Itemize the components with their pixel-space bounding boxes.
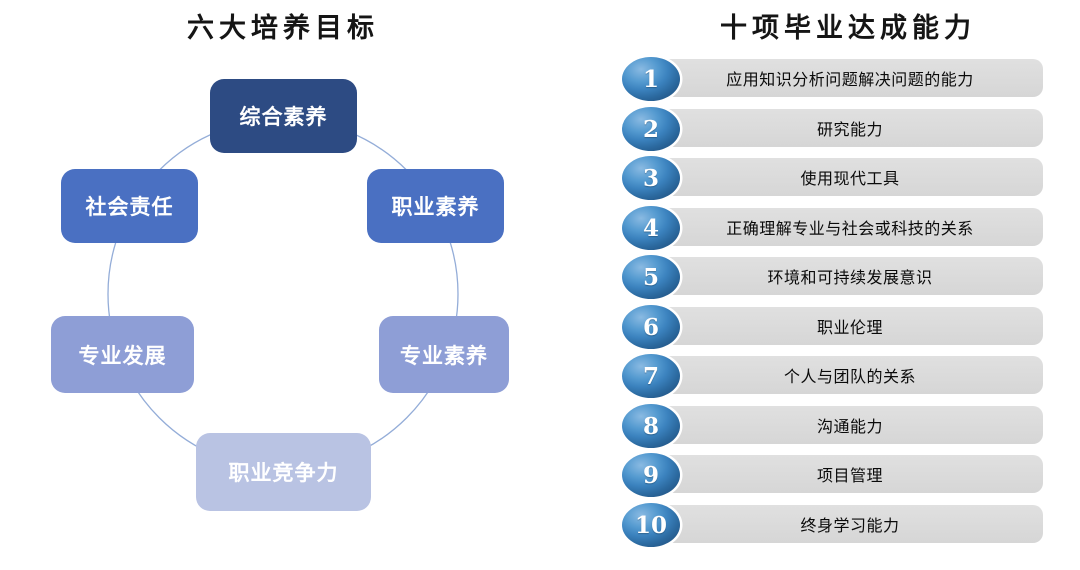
ability-number-badge: 3 (622, 156, 680, 200)
ability-number: 9 (642, 461, 659, 489)
ability-number-badge: 6 (622, 305, 680, 349)
ability-number: 7 (642, 362, 659, 390)
ability-label: 职业伦理 (816, 318, 883, 337)
ability-number-badge: 8 (622, 404, 680, 448)
goal-node-specialty-quality: 专业素养 (379, 316, 509, 393)
ability-bar: 使用现代工具 (657, 158, 1043, 196)
ability-row: 使用现代工具 3 (622, 156, 1043, 200)
ten-abilities-title: 十项毕业达成能力 (720, 13, 976, 44)
ability-number-badge: 10 (622, 503, 680, 547)
ability-number-badge: 5 (622, 255, 680, 299)
goal-node-label: 社会责任 (85, 195, 174, 219)
six-goals-title: 六大培养目标 (187, 13, 379, 44)
goal-node-professional-quality: 职业素养 (367, 169, 504, 243)
ability-label: 终身学习能力 (800, 516, 900, 535)
ability-number: 6 (642, 313, 659, 341)
ability-label: 应用知识分析问题解决问题的能力 (726, 70, 974, 89)
goal-node-comprehensive-quality: 综合素养 (210, 79, 357, 153)
ability-number: 8 (642, 412, 659, 440)
goal-node-social-responsibility: 社会责任 (61, 169, 198, 243)
goal-node-label: 职业竞争力 (228, 461, 339, 485)
ability-row: 环境和可持续发展意识 5 (622, 255, 1043, 299)
ability-number-badge: 2 (622, 107, 680, 151)
ability-number: 2 (642, 115, 659, 143)
goal-node-label: 专业素养 (400, 343, 488, 368)
goal-node-label: 专业发展 (78, 343, 167, 368)
ability-bar: 个人与团队的关系 (657, 356, 1043, 394)
ability-number: 3 (642, 164, 659, 192)
goal-node-professional-development: 专业发展 (51, 316, 194, 393)
ability-bar: 环境和可持续发展意识 (657, 257, 1043, 295)
ability-bar: 职业伦理 (657, 307, 1043, 345)
ability-bar: 应用知识分析问题解决问题的能力 (657, 59, 1043, 97)
ability-number-badge: 7 (622, 354, 680, 398)
ability-bar: 项目管理 (657, 455, 1043, 493)
ability-label: 研究能力 (816, 120, 883, 139)
ability-number: 5 (642, 263, 659, 291)
ability-label: 项目管理 (816, 466, 883, 485)
ability-row: 沟通能力 8 (622, 404, 1043, 448)
goal-node-career-competitiveness: 职业竞争力 (196, 433, 371, 511)
six-goals-cycle-diagram: 综合素养 社会责任 职业素养 专业发展 专业素养 职业竞争力 (51, 79, 509, 511)
ability-row: 终身学习能力 10 (622, 503, 1043, 547)
ability-number-badge: 9 (622, 453, 680, 497)
ability-label: 正确理解专业与社会或科技的关系 (726, 219, 974, 238)
ability-row: 项目管理 9 (622, 453, 1043, 497)
ability-number-badge: 4 (622, 206, 680, 250)
ability-bar: 正确理解专业与社会或科技的关系 (657, 208, 1043, 246)
ability-number: 10 (634, 511, 667, 539)
goal-node-label: 综合素养 (239, 105, 328, 129)
ability-row: 个人与团队的关系 7 (622, 354, 1043, 398)
ability-bar: 沟通能力 (657, 406, 1043, 444)
ability-number-badge: 1 (622, 57, 680, 101)
ability-row: 研究能力 2 (622, 107, 1043, 151)
ability-row: 应用知识分析问题解决问题的能力 1 (622, 57, 1043, 101)
ability-number: 4 (642, 214, 659, 242)
ability-row: 正确理解专业与社会或科技的关系 4 (622, 206, 1043, 250)
ability-bar: 终身学习能力 (657, 505, 1043, 543)
ability-label: 沟通能力 (816, 417, 883, 436)
ability-label: 环境和可持续发展意识 (767, 268, 933, 287)
ability-number: 1 (642, 65, 659, 93)
ability-bar: 研究能力 (657, 109, 1043, 147)
ability-label: 使用现代工具 (800, 169, 900, 188)
ability-row: 职业伦理 6 (622, 305, 1043, 349)
ability-label: 个人与团队的关系 (783, 367, 916, 386)
goal-node-label: 职业素养 (391, 195, 480, 219)
